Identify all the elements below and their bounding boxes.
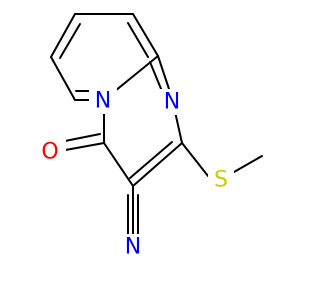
atom-n-nitrile: N (125, 235, 141, 260)
bond-s-ch3 (233, 155, 263, 173)
molecule-structure-diagram: N N O S N (38, 13, 263, 260)
bond-c9-c8 (132, 142, 183, 187)
atom-o-carbonyl: O (41, 140, 58, 165)
bond-c7-o (59, 142, 105, 152)
atom-s-thioether: S (214, 168, 228, 193)
bond-c7-o-inner (59, 133, 101, 143)
bond-c9-c8-inner (129, 141, 173, 179)
bond-c1-c6-inner (59, 23, 81, 59)
bond-c2-c3-inner (127, 22, 149, 58)
atom-labels: N N O S N (38, 88, 234, 260)
atom-n-pyrimidine: N (164, 90, 180, 115)
bond-c1-c6 (50, 13, 76, 58)
bond-c9-s (181, 142, 209, 177)
bond-c2-c3 (132, 13, 159, 57)
bond-c8-c7 (103, 142, 134, 187)
bonds (50, 13, 263, 237)
bond-c6-c5 (50, 56, 76, 101)
atom-n-bridgehead: N (95, 89, 111, 114)
